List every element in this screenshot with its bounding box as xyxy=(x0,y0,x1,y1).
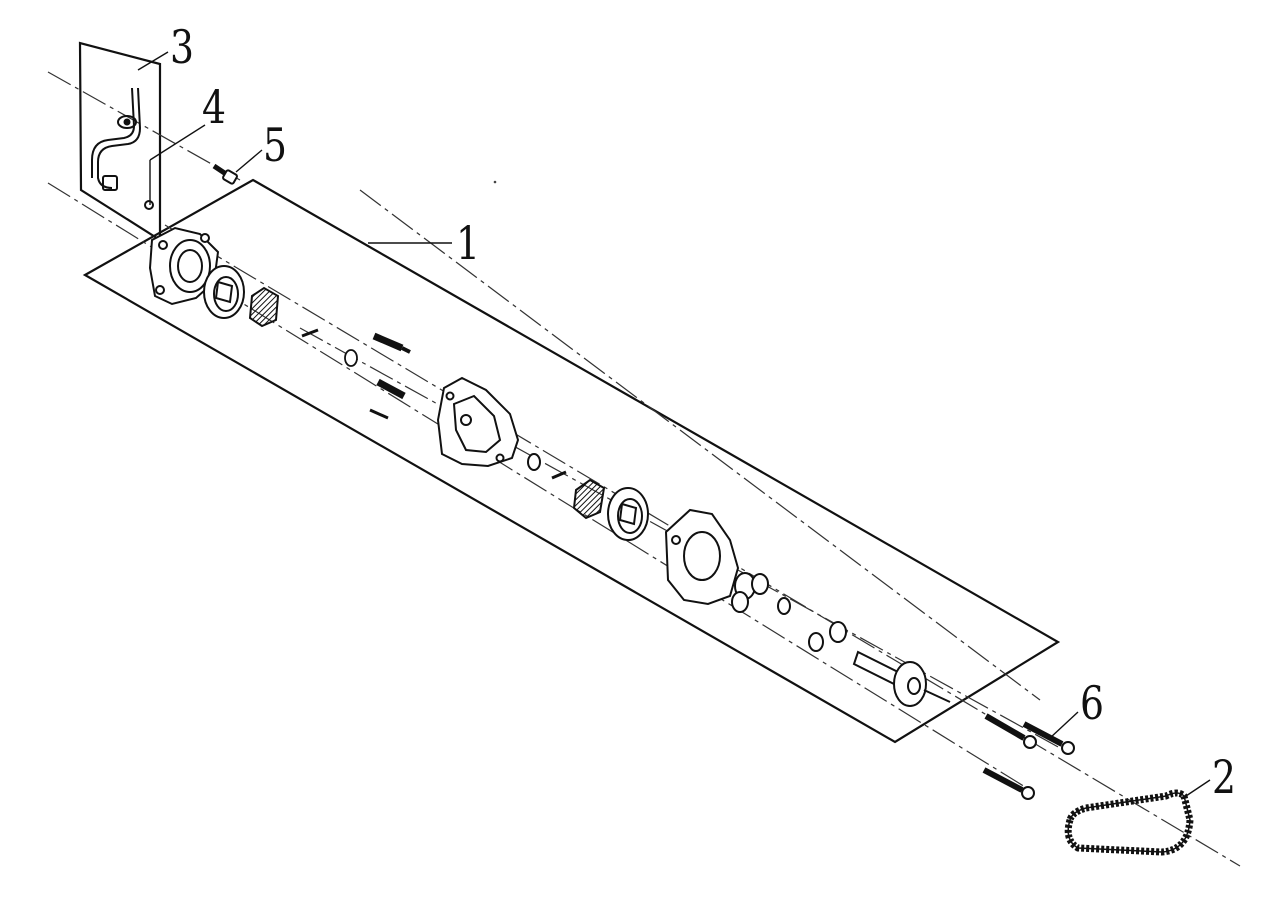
pump-plate-middle xyxy=(436,376,520,468)
seals-right xyxy=(777,597,847,652)
leader-lines xyxy=(137,51,1211,799)
pump-housing-left xyxy=(148,226,220,306)
inner-rotor-right xyxy=(572,478,606,520)
drawing-speck xyxy=(493,180,497,184)
rotor-ring-right xyxy=(607,487,649,541)
drive-chain-2 xyxy=(1064,789,1194,856)
bolt-5 xyxy=(212,163,238,185)
assembly-frame-1 xyxy=(82,178,1061,744)
middle-small-parts xyxy=(527,453,567,480)
pump-housing-right xyxy=(664,508,769,613)
bolts-6 xyxy=(982,713,1075,800)
pins-and-washers xyxy=(301,328,411,420)
oil-pipe-part xyxy=(91,87,154,210)
inner-rotor-left xyxy=(248,286,280,328)
drive-shaft xyxy=(852,650,951,707)
rotor-ring-left xyxy=(203,265,245,319)
